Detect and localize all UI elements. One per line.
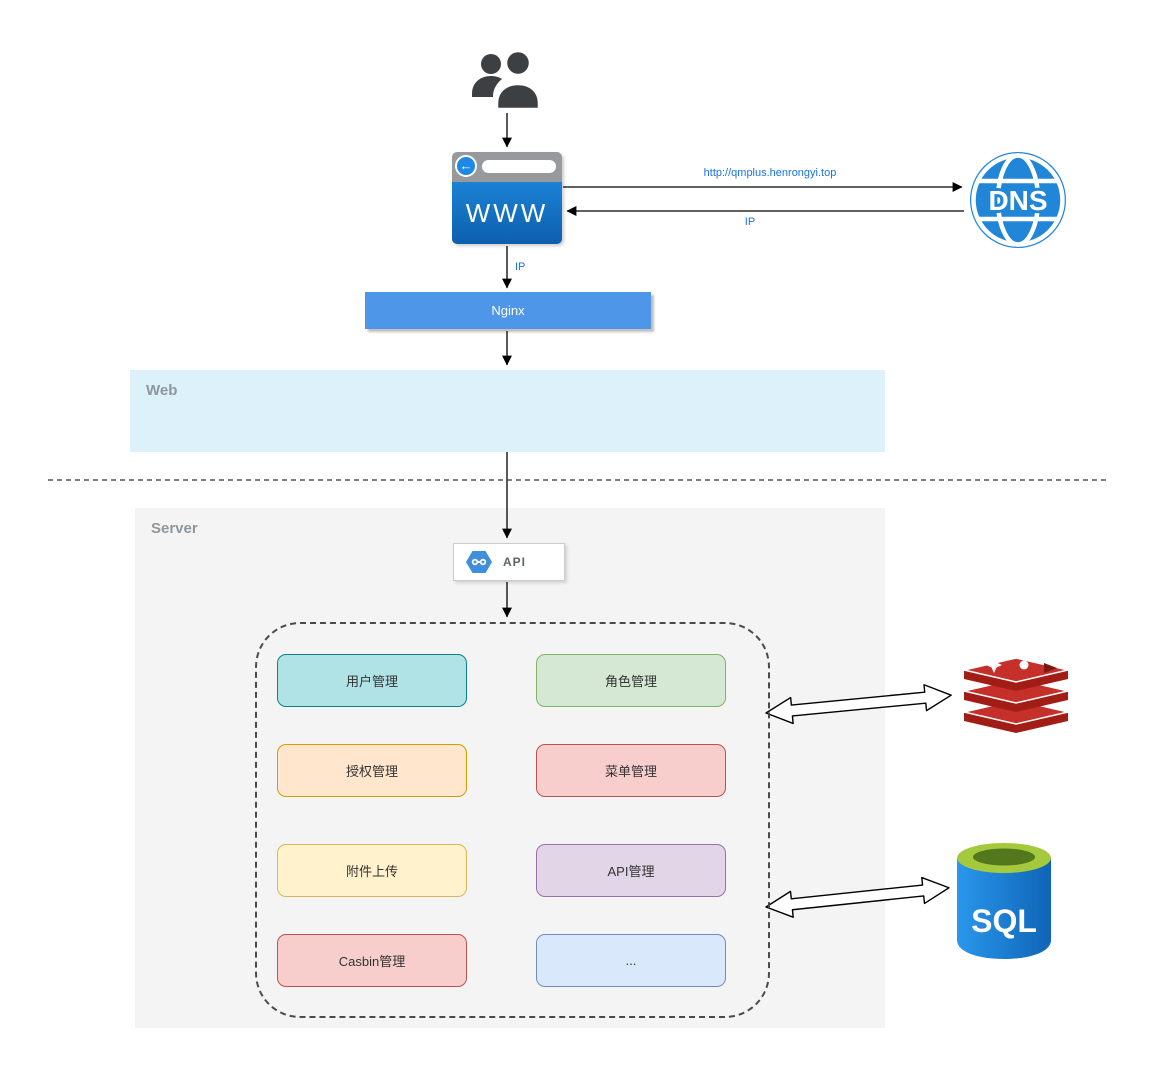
dns-globe-icon: DNS [970, 152, 1066, 248]
sql-label: SQL [971, 903, 1037, 939]
module-label: Casbin管理 [338, 954, 406, 969]
users-icon [472, 50, 541, 111]
browser-address-bar [482, 160, 556, 173]
module-auth-management: 授权管理 [277, 744, 467, 797]
module-label: ... [625, 953, 637, 968]
sql-database-icon: SQL [957, 843, 1051, 959]
redis-icon [963, 657, 1069, 733]
edge-label-browser-nginx: IP [515, 261, 526, 273]
api-node: API [453, 543, 565, 581]
module-label: 角色管理 [604, 674, 657, 689]
zone-web: Web [130, 370, 885, 452]
module-casbin-management: Casbin管理 [277, 934, 467, 987]
api-hexagon-icon [466, 551, 492, 573]
api-label: API [503, 555, 527, 569]
module-label: 授权管理 [345, 764, 398, 779]
dns-label: DNS [988, 185, 1047, 216]
browser-toolbar: ← [452, 152, 562, 182]
module-label: API管理 [607, 864, 655, 879]
module-menu-management: 菜单管理 [536, 744, 726, 797]
edge-label-dns-request: http://qmplus.henrongyi.top [703, 167, 837, 179]
edge-label-dns-response: IP [744, 216, 756, 228]
module-attachment-upload: 附件上传 [277, 844, 467, 897]
module-label: 菜单管理 [604, 764, 657, 779]
module-label: 附件上传 [345, 864, 398, 879]
module-api-management: API管理 [536, 844, 726, 897]
browser-www-label: WWW [452, 182, 562, 244]
module-more: ... [536, 934, 726, 987]
module-role-management: 角色管理 [536, 654, 726, 707]
zone-server: Server [135, 508, 885, 1028]
module-label: 用户管理 [345, 674, 398, 689]
back-arrow-icon: ← [455, 155, 477, 177]
nginx-node: Nginx [365, 292, 651, 329]
browser-node: ← WWW [452, 152, 562, 244]
zone-web-label: Web [146, 382, 178, 399]
zone-server-label: Server [151, 520, 198, 537]
module-user-management: 用户管理 [277, 654, 467, 707]
module-group-container [255, 622, 770, 1018]
